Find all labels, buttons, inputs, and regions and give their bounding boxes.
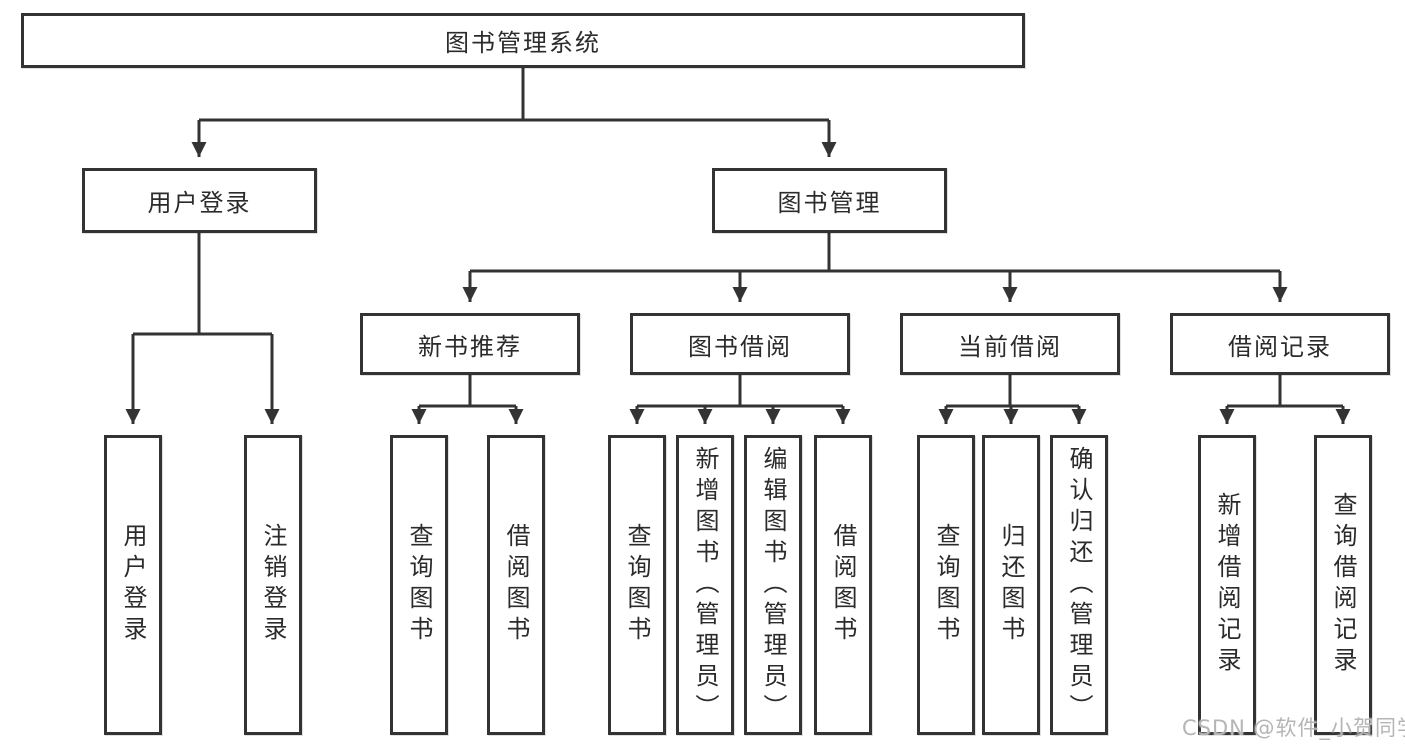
connector-user-login-trunk — [133, 233, 272, 336]
connector-borrow-records-trunk — [1227, 375, 1343, 408]
connector-book-borrow-trunk — [637, 375, 843, 408]
node-root: 图书管理系统 — [21, 13, 1025, 68]
node-recommend-borrow-books: 借阅图书 — [487, 435, 545, 735]
node-current-query-books: 查询图书 — [917, 435, 975, 735]
csdn-watermark: CSDN @软件_小贺同学 — [1182, 716, 1405, 740]
node-query-borrow-record: 查询借阅记录 — [1314, 435, 1372, 735]
node-current-borrow: 当前借阅 — [900, 313, 1120, 375]
node-edit-books-admin: 编辑图书（管理员） — [744, 435, 802, 735]
node-borrow-records: 借阅记录 — [1170, 313, 1390, 375]
connector-new-book-recommend-trunk — [419, 375, 516, 408]
connector-current-borrow-trunk — [946, 375, 1079, 408]
node-leaf-logout: 注销登录 — [244, 435, 302, 735]
node-book-management: 图书管理 — [712, 168, 947, 233]
node-new-book-recommend: 新书推荐 — [360, 313, 580, 375]
node-leaf-user-login: 用户登录 — [104, 435, 162, 735]
node-add-borrow-record: 新增借阅记录 — [1198, 435, 1256, 735]
node-borrow-query-books: 查询图书 — [608, 435, 666, 735]
node-book-borrow: 图书借阅 — [630, 313, 850, 375]
connector-root-trunk — [199, 68, 829, 122]
node-recommend-query-books: 查询图书 — [390, 435, 448, 735]
connector-book-management-trunk — [470, 233, 1280, 273]
node-confirm-return-admin: 确认归还（管理员） — [1050, 435, 1108, 735]
node-add-books-admin: 新增图书（管理员） — [676, 435, 734, 735]
node-user-login: 用户登录 — [82, 168, 317, 233]
node-borrow-books: 借阅图书 — [814, 435, 872, 735]
node-return-books: 归还图书 — [982, 435, 1040, 735]
